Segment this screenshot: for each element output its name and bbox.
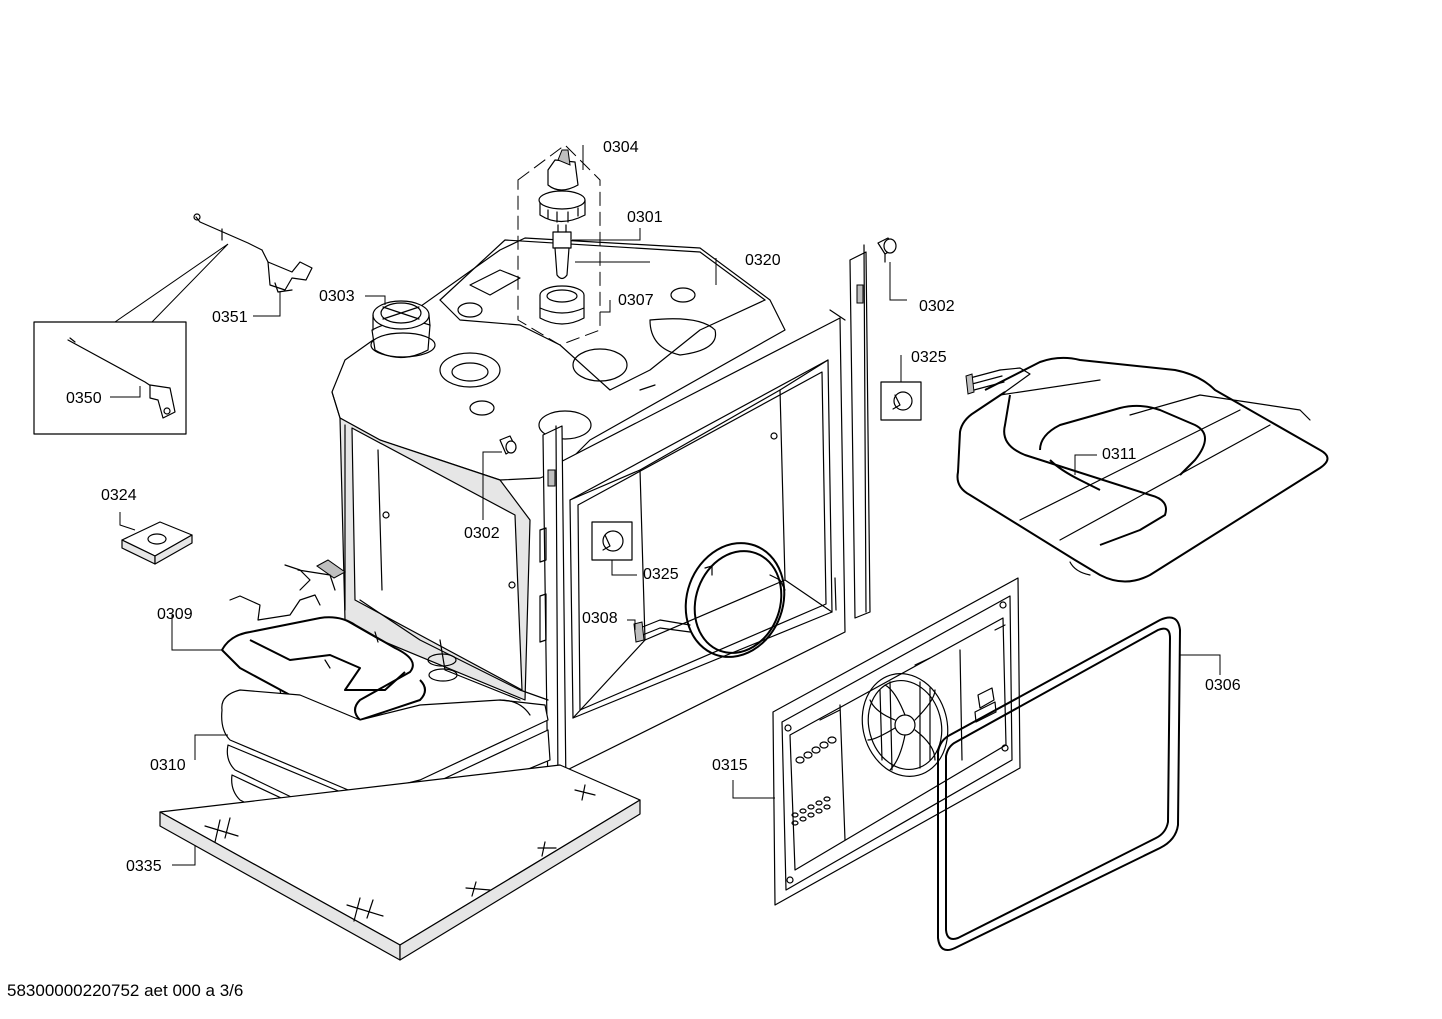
part-0350-sensor-detail: [33, 243, 229, 435]
callout-0301: 0301: [627, 209, 663, 226]
callout-labels: 0304 0301 0320 0302 0303 0307 0351 0350 …: [66, 139, 1241, 875]
oven-cavity: [331, 237, 871, 799]
callout-0351: 0351: [212, 309, 248, 326]
callout-0335: 0335: [126, 858, 162, 875]
callout-0310: 0310: [150, 757, 186, 774]
callout-0324: 0324: [101, 487, 137, 504]
part-0335-bottom-plate: [159, 764, 641, 961]
callout-0320: 0320: [745, 252, 781, 269]
part-0304-lamp-assembly: [517, 144, 601, 346]
callout-0350: 0350: [66, 390, 102, 407]
part-0351-sensor-bracket: [193, 213, 313, 293]
part-0324-pad: [121, 521, 193, 565]
part-0325-top: [880, 381, 922, 421]
callout-0304: 0304: [603, 139, 639, 156]
part-0315-rear-panel: [772, 577, 1021, 906]
document-reference: 58300000220752 aet 000 a 3/6: [7, 981, 244, 1000]
part-0302-bolt-mid: [499, 435, 517, 455]
part-0303-vent: [370, 300, 436, 359]
part-0308-circular-element: [633, 542, 786, 658]
callout-0303: 0303: [319, 288, 355, 305]
callout-0315: 0315: [712, 757, 748, 774]
callout-0311: 0311: [1102, 446, 1137, 463]
leader-lines: [110, 145, 1221, 866]
callout-0306: 0306: [1205, 677, 1241, 694]
part-0302-bolt-top: [877, 237, 897, 263]
part-0311-grill-element: [956, 356, 1329, 583]
panel-vent-dots: [791, 736, 837, 826]
callout-0302-mid: 0302: [464, 525, 500, 542]
callout-0309: 0309: [157, 606, 193, 623]
part-0306-door-seal: [937, 616, 1181, 951]
callout-0325-mid: 0325: [643, 566, 679, 583]
callout-0325-top: 0325: [911, 349, 947, 366]
callout-0302-top: 0302: [919, 298, 955, 315]
callout-0307: 0307: [618, 292, 654, 309]
callout-0308: 0308: [582, 610, 618, 627]
